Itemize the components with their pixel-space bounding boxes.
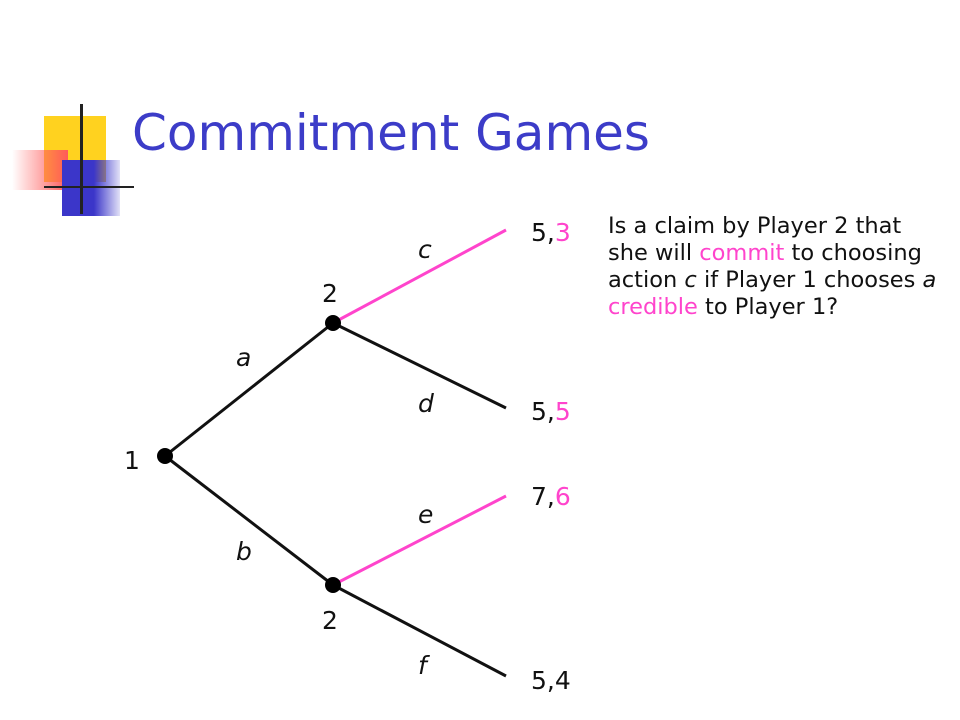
question-part-2: to choosing action [608,240,922,293]
node-upper [325,315,341,331]
payoff-d-p1: 5 [531,397,547,426]
question-commit: commit [699,240,785,266]
player-label-upper: 2 [322,279,338,308]
edge-d [332,321,507,410]
question-action-a: a [922,267,937,293]
decor-red-bar [12,150,68,190]
action-label-e: e [418,500,433,529]
edge-f [332,583,507,678]
node-root [157,448,173,464]
payoff-c-p1: 5 [531,218,547,247]
slide-title: Commitment Games [132,104,650,162]
question-part-1: Is a claim by Player 2 that she will [608,213,902,266]
payoff-f: 5,4 [531,666,571,695]
action-label-a: a [236,343,251,372]
decor-vertical-line [80,104,83,214]
edge-e [332,494,507,587]
question-text: Is a claim by Player 2 that she will com… [608,213,948,321]
question-part-5: to Player 1? [697,294,839,320]
edge-a [164,321,334,458]
payoff-c: 5,3 [531,218,571,247]
payoff-c-p2: 3 [555,218,571,247]
payoff-f-p1: 5 [531,666,547,695]
question-part-3: if Player 1 chooses [696,267,923,293]
payoff-f-p2: 4 [555,666,571,695]
payoff-e-p1: 7 [531,482,547,511]
payoff-d: 5,5 [531,397,571,426]
action-label-d: d [418,389,434,418]
question-credible: credible [608,294,698,320]
action-label-b: b [236,537,252,566]
decor-blue-square [62,160,120,216]
payoff-e: 7,6 [531,482,571,511]
payoff-e-p2: 6 [555,482,571,511]
payoff-d-p2: 5 [555,397,571,426]
question-action-c: c [684,267,697,293]
action-label-c: c [418,235,432,264]
player-label-root: 1 [124,446,140,475]
decor-horizontal-line [44,186,134,188]
player-label-lower: 2 [322,606,338,635]
edge-b [164,454,334,587]
edge-c [332,228,507,325]
node-lower [325,577,341,593]
action-label-f: f [418,651,430,680]
